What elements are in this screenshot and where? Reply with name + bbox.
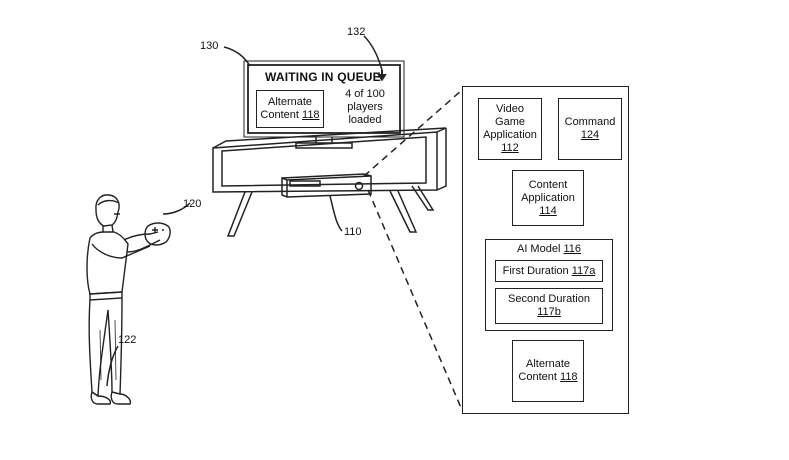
ref-117b: 117b: [537, 306, 561, 318]
ref-116: 116: [563, 243, 582, 255]
leader-132: [363, 35, 383, 71]
tv-queue-status: 4 of 100 players loaded: [332, 88, 398, 127]
video-game-application-box: Video Game Application 112: [478, 98, 542, 160]
ref-117a: 117a: [571, 264, 596, 277]
leader-120: [162, 202, 191, 215]
ref-118: 118: [560, 371, 578, 383]
cabinet-legs: [226, 185, 435, 237]
tv-alt-line2: Content 118: [260, 109, 320, 121]
ref-112: 112: [501, 142, 519, 154]
ref-120: 120: [183, 198, 202, 210]
queue-line-2: players: [347, 101, 383, 113]
controller-120: [144, 222, 171, 246]
leader-130: [223, 46, 251, 67]
ref-124: 124: [580, 129, 600, 141]
game-console-110: [281, 173, 372, 198]
person-122: [86, 194, 171, 405]
tv-alt-line1: Alternate: [267, 96, 313, 108]
leader-110: [329, 195, 343, 232]
second-duration-box: Second Duration 117b: [495, 288, 603, 324]
tv-alt-ref: 118: [302, 109, 320, 121]
queue-line-1: 4 of 100: [345, 88, 385, 100]
ref-110: 110: [344, 226, 362, 238]
tv-screen: [247, 64, 401, 134]
leader-122: [106, 345, 119, 387]
ref-114: 114: [539, 204, 557, 217]
tv-queue-title: WAITING IN QUEUE: [265, 70, 381, 84]
first-duration-box: First Duration 117a: [495, 260, 603, 282]
ref-132: 132: [347, 26, 366, 38]
alternate-content-box: Alternate Content 118: [512, 340, 584, 402]
tv-alternate-content-box: Alternate Content 118: [256, 90, 324, 128]
content-application-box: Content Application 114: [512, 170, 584, 226]
ref-130: 130: [200, 40, 219, 52]
queue-line-3: loaded: [348, 114, 382, 126]
ai-model-title: AI Model 116: [516, 243, 582, 255]
ref-122: 122: [118, 334, 137, 346]
command-box: Command 124: [558, 98, 622, 160]
projection-lines: [363, 89, 463, 411]
